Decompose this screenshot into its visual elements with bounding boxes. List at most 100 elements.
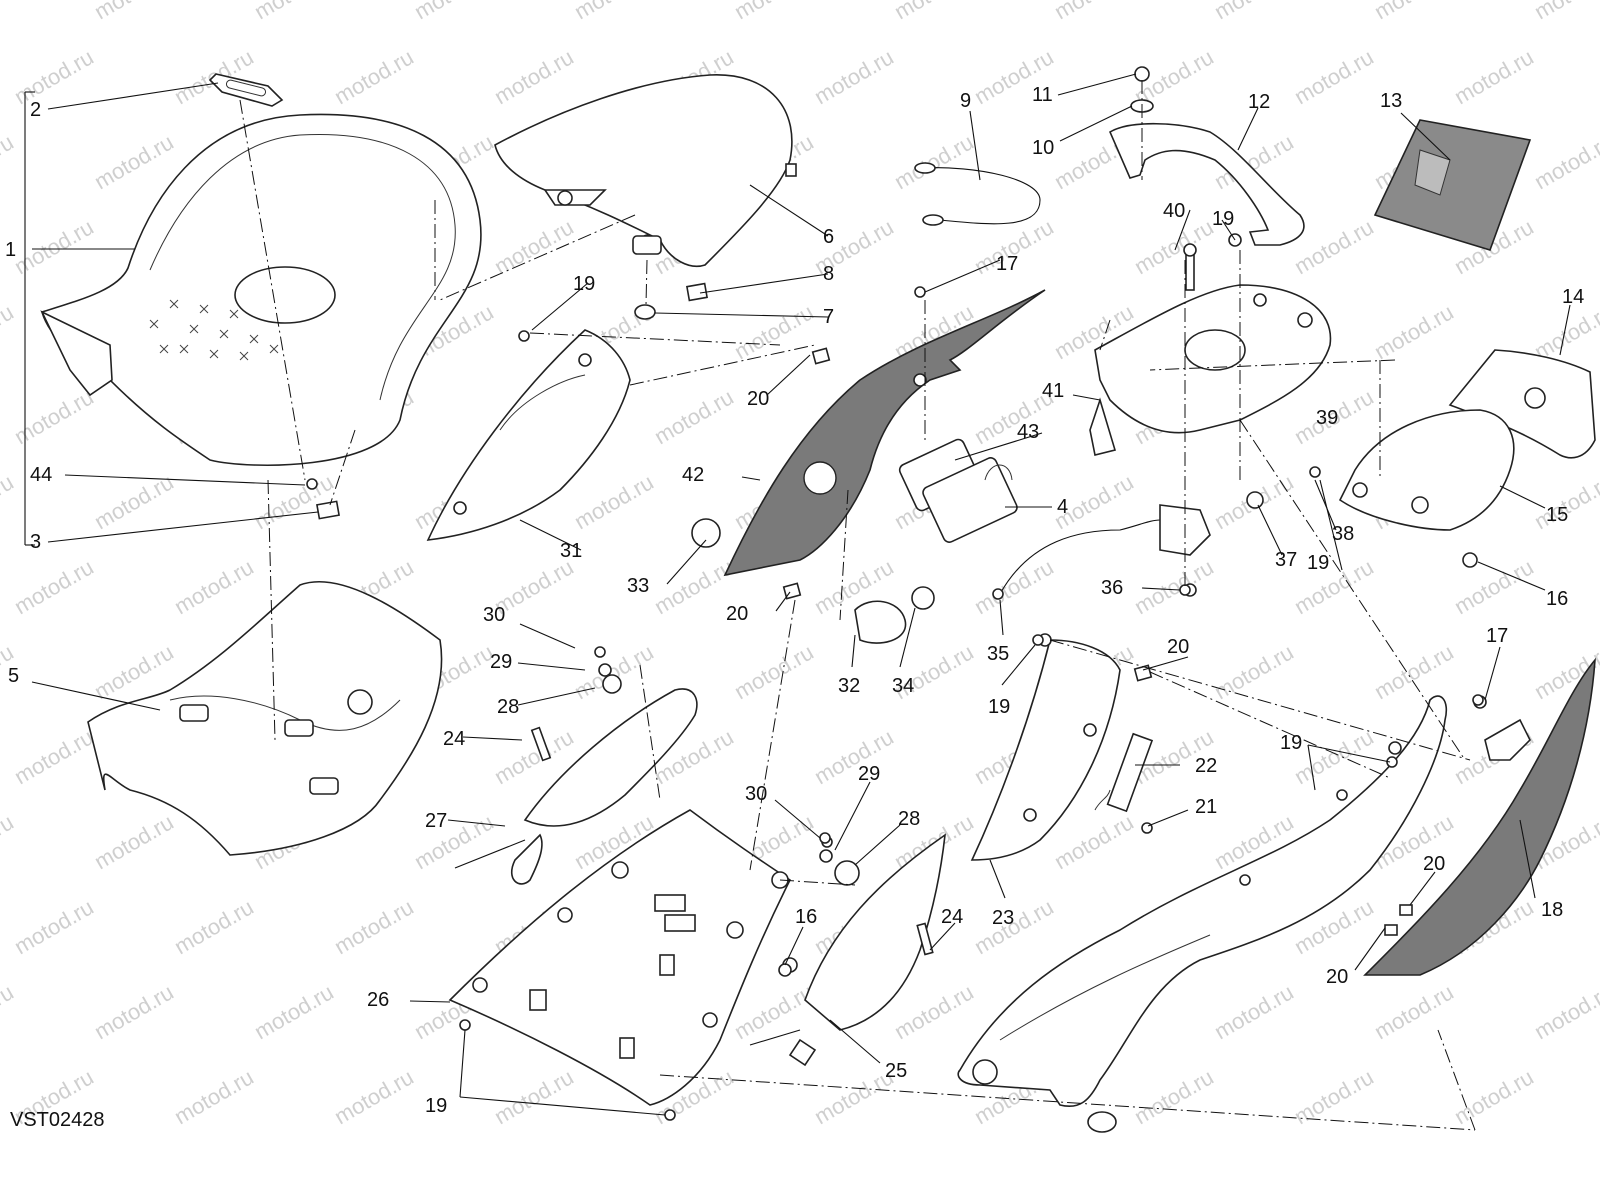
callout-20d: 20	[1423, 853, 1445, 875]
callout-20a: 20	[747, 388, 769, 410]
leader-lines	[24, 73, 1571, 1116]
watermark-text: motod.ru	[330, 44, 418, 109]
watermark-text: motod.ru	[970, 554, 1058, 619]
diagram-code: VST02428	[10, 1109, 105, 1131]
callout-17b: 17	[1486, 625, 1508, 647]
callout-30b: 30	[745, 783, 767, 805]
watermark-text: motod.ru	[10, 554, 98, 619]
watermark-text: motod.ru	[1370, 0, 1458, 24]
callout-42: 42	[682, 464, 704, 486]
passenger-seat	[494, 74, 797, 267]
watermark-text: motod.ru	[0, 299, 18, 364]
watermark-text: motod.ru	[250, 0, 338, 24]
callout-34: 34	[892, 675, 914, 697]
callout-23: 23	[992, 907, 1014, 929]
callout-25: 25	[885, 1060, 907, 1082]
callout-33: 33	[627, 575, 649, 597]
callout-17a: 17	[996, 253, 1018, 275]
grab-handle	[1108, 66, 1305, 246]
tail-panel-left	[723, 289, 1046, 577]
watermark-text: motod.ru	[330, 1064, 418, 1129]
seat-stitch-pattern	[149, 299, 279, 361]
callout-20c: 20	[1167, 636, 1189, 658]
watermark-text: motod.ru	[1370, 639, 1458, 704]
right-lower-panel	[749, 833, 946, 1067]
watermark-text: motod.ru	[1210, 0, 1298, 24]
watermark-text: motod.ru	[0, 0, 18, 24]
callout-1: 1	[5, 239, 16, 261]
watermark-text: motod.ru	[490, 214, 578, 279]
watermark-text: motod.ru	[1530, 129, 1600, 194]
watermark-text: motod.ru	[1130, 214, 1218, 279]
watermark-text: motod.ru	[890, 129, 978, 194]
storage-bag	[1373, 119, 1532, 251]
watermark-text: motod.ru	[570, 0, 658, 24]
callout-16b: 16	[795, 906, 817, 928]
watermark-text: motod.ru	[170, 1064, 258, 1129]
watermark-text: motod.ru	[0, 809, 18, 874]
watermark-text: motod.ru	[0, 979, 18, 1044]
watermark-text: motod.ru	[890, 0, 978, 24]
watermark-text: motod.ru	[650, 384, 738, 449]
watermark-text: motod.ru	[0, 129, 18, 194]
callout-13: 13	[1380, 90, 1402, 112]
side-panel-31	[426, 329, 631, 541]
watermark-text: motod.ru	[1290, 44, 1378, 109]
control-unit	[898, 438, 1018, 543]
callout-41: 41	[1042, 380, 1064, 402]
watermark-text: motod.ru	[170, 554, 258, 619]
watermark-text: motod.ru	[1130, 554, 1218, 619]
parts-artwork	[40, 66, 1596, 1133]
watermark-text: motod.ru	[90, 0, 178, 24]
watermark-text: motod.ru	[10, 214, 98, 279]
callout-6: 6	[823, 226, 834, 248]
callout-28a: 28	[497, 696, 519, 718]
watermark-text: motod.ru	[10, 44, 98, 109]
watermark-text: motod.ru	[0, 469, 18, 534]
callout-38: 38	[1332, 523, 1354, 545]
watermark-text: motod.ru	[730, 299, 818, 364]
callout-21: 21	[1195, 796, 1217, 818]
callout-39: 39	[1316, 407, 1338, 429]
watermark-text: motod.ru	[1050, 0, 1138, 24]
callout-28b: 28	[898, 808, 920, 830]
callout-20e: 20	[1326, 966, 1348, 988]
callout-19d: 19	[1280, 732, 1302, 754]
watermark-text: motod.ru	[410, 809, 498, 874]
watermark-text: motod.ru	[250, 979, 338, 1044]
callout-10: 10	[1032, 137, 1054, 159]
callout-labels: 1 2 3 4 5 6 7 8 9 10 11 12 13 14 15 16 1…	[5, 84, 1584, 1117]
callout-32: 32	[838, 675, 860, 697]
callout-36: 36	[1101, 577, 1123, 599]
seat-badge	[208, 73, 284, 107]
callout-37: 37	[1275, 549, 1297, 571]
callout-26: 26	[367, 989, 389, 1011]
rider-seat	[40, 113, 482, 467]
watermark-text: motod.ru	[170, 894, 258, 959]
left-lower-panel	[454, 646, 698, 885]
callout-31: 31	[560, 540, 582, 562]
watermark-text: motod.ru	[1290, 554, 1378, 619]
callout-4: 4	[1057, 496, 1068, 518]
callout-22: 22	[1195, 755, 1217, 777]
rear-subframe	[957, 695, 1448, 1133]
watermark-text: motod.ru	[1290, 1064, 1378, 1129]
callout-19a: 19	[573, 273, 595, 295]
watermark-text: motod.ru	[570, 469, 658, 534]
callout-29a: 29	[490, 651, 512, 673]
watermark-text: motod.ru	[1370, 979, 1458, 1044]
watermark-text: motod.ru	[730, 979, 818, 1044]
watermark-text: motod.ru	[1130, 1064, 1218, 1129]
callout-19b: 19	[1212, 208, 1234, 230]
side-panel-23	[970, 633, 1154, 861]
watermark-text: motod.ru	[1530, 0, 1600, 24]
watermark-text: motod.ru	[1450, 44, 1538, 109]
callout-2: 2	[30, 99, 41, 121]
watermark-text: motod.ru	[490, 44, 578, 109]
assembly-lines	[629, 250, 1476, 1131]
watermark-text: motod.ru	[1210, 639, 1298, 704]
watermark-text: motod.ru	[890, 979, 978, 1044]
watermark-text: motod.ru	[330, 894, 418, 959]
callout-8: 8	[823, 263, 834, 285]
